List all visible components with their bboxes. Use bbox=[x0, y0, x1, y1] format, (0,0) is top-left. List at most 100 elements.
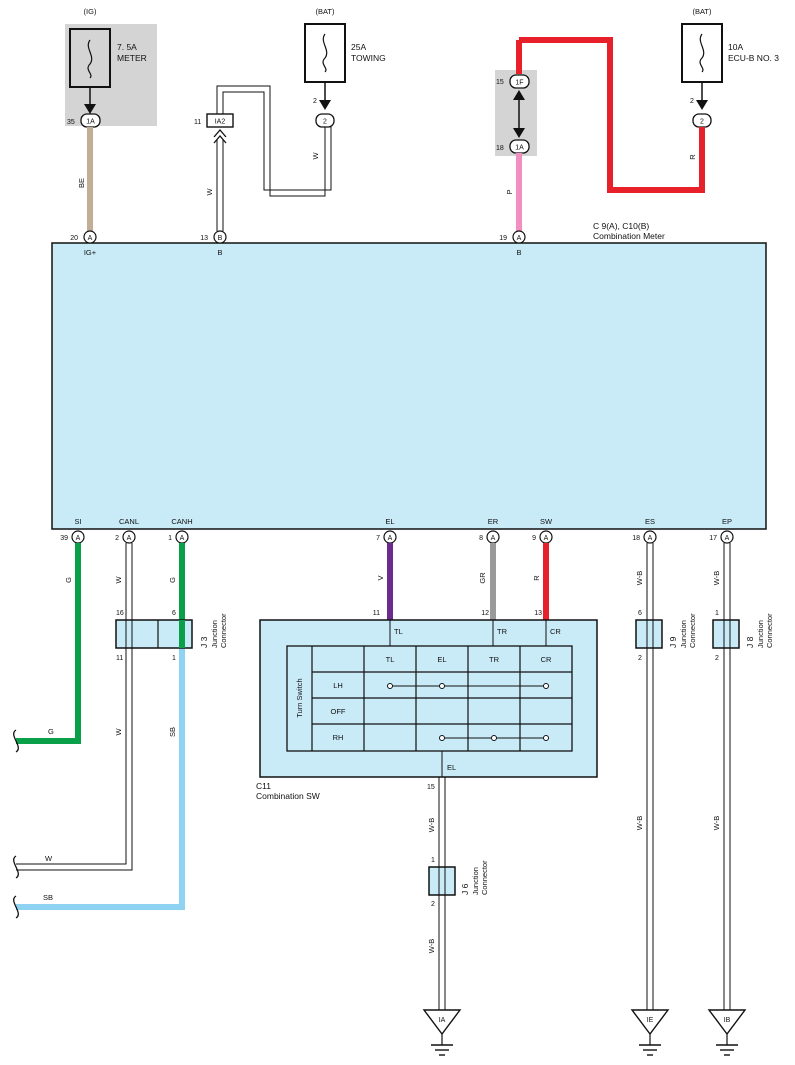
svg-text:6: 6 bbox=[172, 610, 176, 617]
junction-j8-name2: Connector bbox=[765, 613, 774, 648]
wire-wb-es2-label: W-B bbox=[635, 816, 644, 830]
svg-text:16: 16 bbox=[116, 610, 124, 617]
svg-text:CANH: CANH bbox=[171, 517, 192, 526]
wire-g-si-label: G bbox=[64, 577, 73, 583]
svg-text:2: 2 bbox=[715, 655, 719, 662]
wire-be: BE bbox=[77, 127, 93, 231]
junction-j3: 16 6 11 1 J 3 Junction Connector bbox=[115, 610, 228, 662]
wire-sb-out-label: SB bbox=[43, 893, 53, 902]
wire-w-out-label: W bbox=[45, 854, 53, 863]
svg-text:9: 9 bbox=[532, 535, 536, 542]
svg-text:7: 7 bbox=[376, 535, 380, 542]
svg-text:EL: EL bbox=[447, 763, 456, 772]
svg-text:1: 1 bbox=[431, 857, 435, 864]
switch-side-label: Turn Switch bbox=[295, 678, 304, 717]
svg-text:39: 39 bbox=[60, 535, 68, 542]
svg-text:A: A bbox=[491, 535, 496, 542]
fuse-meter-source: (IG) bbox=[84, 7, 97, 16]
meter-bottom-pin-si: SI 39 A bbox=[60, 517, 85, 544]
connector-1a-label: 1A bbox=[515, 145, 524, 152]
svg-text:EL: EL bbox=[437, 655, 446, 664]
fuse-towing-name: TOWING bbox=[351, 53, 386, 63]
meter-top-pin-b1: 13 B B bbox=[200, 230, 227, 257]
svg-text:OFF: OFF bbox=[331, 707, 346, 716]
svg-text:IE: IE bbox=[647, 1017, 654, 1024]
fuse-ecub-conn: 2 bbox=[700, 119, 704, 126]
svg-text:TR: TR bbox=[497, 627, 508, 636]
wire-r-sw: R bbox=[532, 543, 549, 620]
fuse-towing-rating: 25A bbox=[351, 42, 366, 52]
wire-g-si: G G bbox=[13, 543, 81, 753]
svg-text:ER: ER bbox=[488, 517, 499, 526]
wire-w-tow: W bbox=[216, 85, 332, 197]
switch-name: Combination SW bbox=[256, 791, 320, 801]
wire-w-tow-label: W bbox=[311, 152, 320, 160]
fuse-ecub: (BAT) 10A ECU-B NO. 3 2 2 bbox=[681, 7, 779, 128]
svg-text:2: 2 bbox=[638, 655, 642, 662]
junction-j9: 6 2 J 9 Junction Connector bbox=[635, 610, 697, 662]
wire-v-label: V bbox=[376, 575, 385, 580]
junction-j8: 1 2 J 8 Junction Connector bbox=[712, 610, 774, 662]
svg-text:EL: EL bbox=[385, 517, 394, 526]
ground-ia: IA bbox=[422, 1009, 462, 1056]
svg-text:TL: TL bbox=[394, 627, 403, 636]
wire-p-label: P bbox=[505, 189, 514, 194]
junction-j8-code: J 8 bbox=[745, 636, 755, 648]
combination-meter bbox=[51, 242, 767, 530]
svg-text:LH: LH bbox=[333, 681, 343, 690]
junction-j6-name2: Connector bbox=[480, 860, 489, 895]
svg-text:A: A bbox=[648, 535, 653, 542]
svg-text:B: B bbox=[516, 248, 521, 257]
svg-text:SW: SW bbox=[540, 517, 553, 526]
fuse-meter-pin: 35 bbox=[67, 119, 75, 126]
wire-gr: GR bbox=[478, 543, 496, 620]
connector-1f-1a: 15 1F 18 1A bbox=[495, 40, 537, 156]
wire-g-canh-label: G bbox=[168, 577, 177, 583]
meter-bottom-pin-es: ES 18 A bbox=[632, 517, 657, 544]
svg-text:11: 11 bbox=[116, 655, 123, 662]
wire-w-canl: W W W bbox=[13, 543, 133, 879]
fuse-towing: (BAT) 25A TOWING 2 2 bbox=[304, 7, 386, 128]
svg-text:12: 12 bbox=[481, 610, 489, 617]
connector-ia2: 11 IA2 bbox=[194, 113, 234, 144]
junction-j8-name1: Junction bbox=[756, 620, 765, 648]
wire-w-canl-label: W bbox=[114, 576, 123, 584]
wire-p: P bbox=[505, 153, 522, 231]
meter-bottom-pin-canl: CANL 2 A bbox=[115, 517, 139, 544]
wire-v: V bbox=[376, 543, 393, 620]
connector-ia2-label: IA2 bbox=[215, 119, 226, 126]
wire-wb-ep2-label: W-B bbox=[712, 816, 721, 830]
meter-code: C 9(A), C10(B) bbox=[593, 221, 649, 231]
wire-be-label: BE bbox=[77, 178, 86, 188]
wire-wb-ep-label: W-B bbox=[712, 571, 721, 585]
svg-text:IB: IB bbox=[724, 1017, 731, 1024]
wire-r-top: R bbox=[519, 37, 705, 193]
svg-text:CR: CR bbox=[541, 655, 552, 664]
wire-w-mid-label: W bbox=[114, 728, 123, 736]
svg-text:TL: TL bbox=[386, 655, 395, 664]
wire-sb-mid-label: SB bbox=[168, 727, 177, 737]
meter-name: Combination Meter bbox=[593, 231, 665, 241]
junction-j6-name1: Junction bbox=[471, 867, 480, 895]
meter-bottom-pin-canh: CANH 1 A bbox=[168, 517, 193, 544]
meter-top-pin-b2: 19 A B bbox=[499, 230, 526, 257]
wire-g-out-label: G bbox=[48, 727, 54, 736]
svg-text:1: 1 bbox=[715, 610, 719, 617]
fuse-towing-source: (BAT) bbox=[315, 7, 335, 16]
junction-j6-code: J 6 bbox=[460, 883, 470, 895]
svg-text:18: 18 bbox=[632, 535, 640, 542]
meter-bottom-pin-el: EL 7 A bbox=[376, 517, 397, 544]
svg-text:IA: IA bbox=[439, 1017, 446, 1024]
svg-text:A: A bbox=[127, 535, 132, 542]
fuse-meter-conn: 1A bbox=[86, 119, 95, 126]
svg-text:EP: EP bbox=[722, 517, 732, 526]
svg-text:CANL: CANL bbox=[119, 517, 139, 526]
svg-text:15: 15 bbox=[427, 784, 435, 791]
svg-text:SI: SI bbox=[74, 517, 81, 526]
svg-text:A: A bbox=[180, 535, 185, 542]
fuse-meter: (IG) 7. 5A METER 35 1A bbox=[65, 7, 157, 128]
junction-j9-name1: Junction bbox=[679, 620, 688, 648]
svg-text:1: 1 bbox=[172, 655, 176, 662]
svg-text:A: A bbox=[388, 535, 393, 542]
ground-ib: IB bbox=[707, 1009, 747, 1056]
